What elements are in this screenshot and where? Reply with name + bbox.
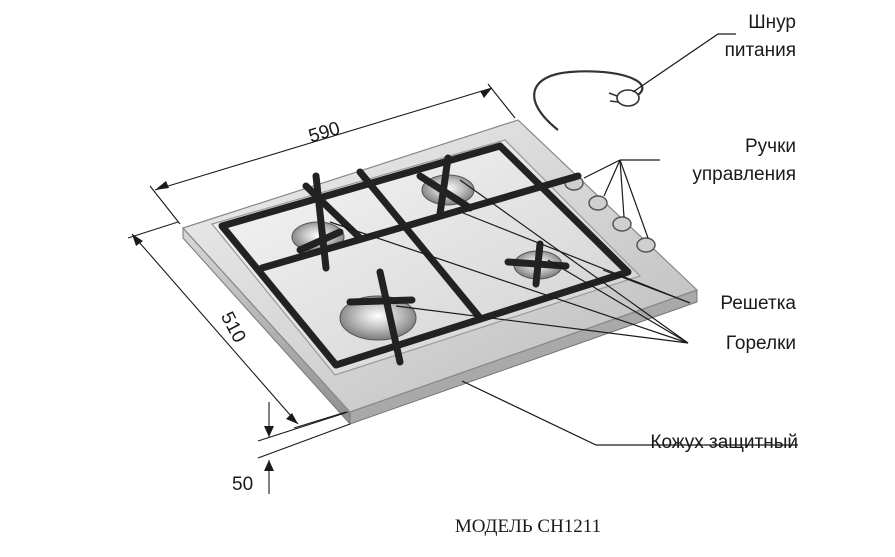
labels: Шнур питания Ручки управления Решетка Го… <box>650 12 798 453</box>
leader-burners-4 <box>547 259 689 344</box>
leader-knobs-3 <box>619 159 625 218</box>
leader-casing <box>461 380 798 446</box>
dimension-height: 50 <box>232 402 351 495</box>
dimension-depth-label: 510 <box>216 308 249 346</box>
label-cord-line2: питания <box>725 40 796 61</box>
power-cord <box>533 70 644 131</box>
leader-lines <box>329 33 798 446</box>
leader-burners-1 <box>329 221 689 344</box>
leader-knobs-1 <box>583 159 621 179</box>
leader-grate-2 <box>602 269 691 304</box>
power-plug-icon <box>608 89 640 107</box>
burner-front-left <box>339 295 417 341</box>
label-cord-line1: Шнур <box>748 12 796 33</box>
leader-cord <box>632 33 736 93</box>
leader-knobs-2 <box>603 159 621 197</box>
label-knobs-line2: управления <box>692 164 796 185</box>
model-caption: МОДЕЛЬ СН1211 <box>455 516 601 537</box>
label-knobs-line1: Ручки <box>745 136 796 157</box>
leader-burners-3 <box>395 305 689 344</box>
leader-knobs-4 <box>619 159 649 239</box>
label-casing: Кожух защитный <box>650 432 798 453</box>
hob <box>181 70 699 426</box>
leader-burners-2 <box>459 179 689 344</box>
knob[interactable] <box>588 195 608 211</box>
label-burners: Горелки <box>726 333 796 354</box>
label-grate: Решетка <box>720 293 796 314</box>
knob[interactable] <box>612 216 632 232</box>
dimension-width-label: 590 <box>306 118 342 147</box>
leader-grate-1 <box>462 212 691 304</box>
knob[interactable] <box>636 237 656 253</box>
dimension-height-label: 50 <box>232 474 253 495</box>
